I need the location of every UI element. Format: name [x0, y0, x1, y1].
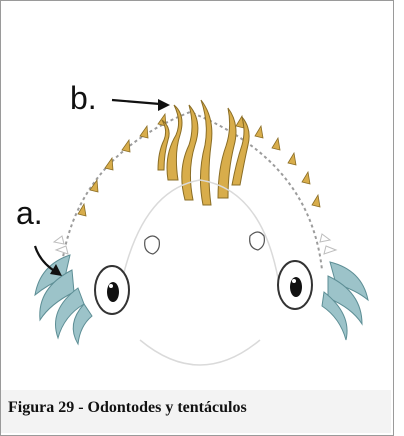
arrow-b-icon — [112, 99, 170, 111]
label-a: a. — [16, 197, 43, 229]
fish-head-illustration — [0, 0, 392, 390]
left-nostril — [145, 236, 160, 254]
mouth-contour — [140, 340, 260, 365]
label-b: b. — [70, 82, 97, 114]
edge-spikes — [54, 234, 336, 254]
left-eye — [95, 266, 129, 314]
large-odontodes — [158, 100, 249, 205]
right-eye — [278, 261, 312, 309]
figure-caption: Figura 29 - Odontodes y tentáculos — [8, 399, 247, 417]
right-nostril — [250, 232, 265, 250]
figure: b. a. — [0, 0, 392, 434]
small-odontodes — [78, 114, 320, 216]
left-tentacles — [35, 255, 92, 344]
right-tentacles — [322, 262, 368, 340]
